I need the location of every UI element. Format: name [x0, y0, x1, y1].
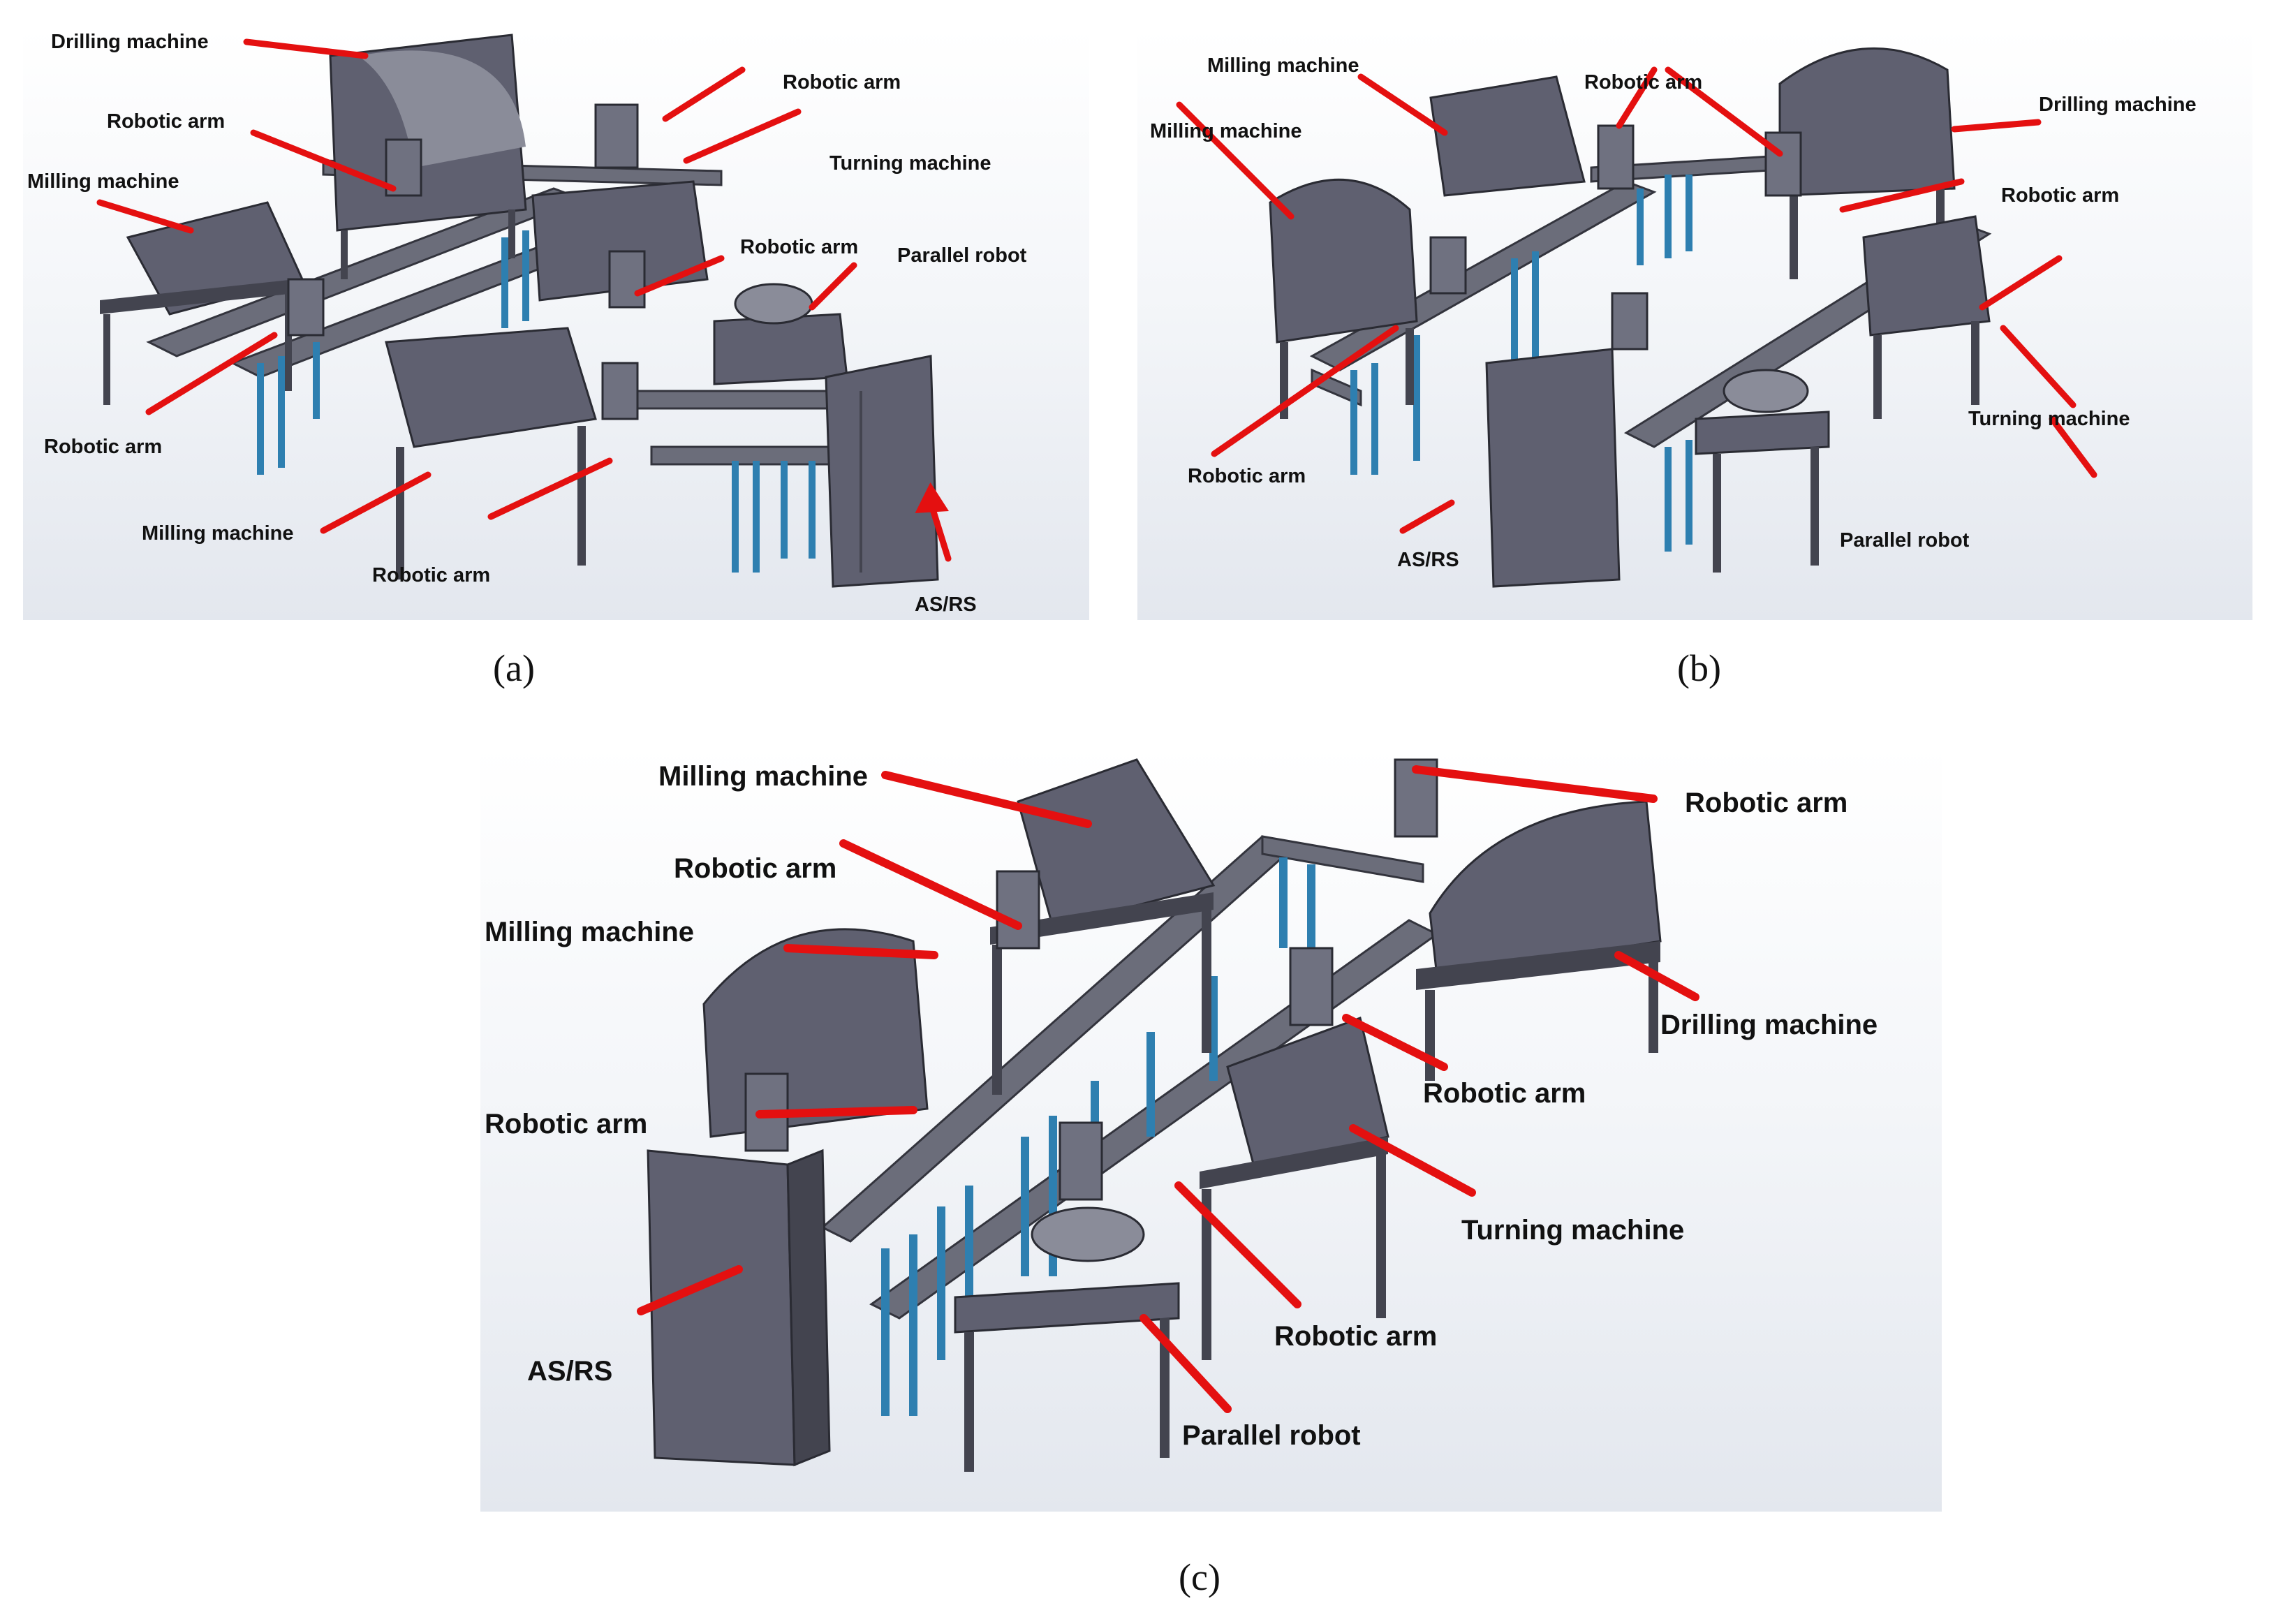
label-robotic-arm-upper: Robotic arm	[674, 853, 837, 884]
label-robotic-arm-bottom: Robotic arm	[1188, 465, 1306, 487]
caption-a: (a)	[493, 647, 535, 689]
label-drilling-machine: Drilling machine	[2039, 94, 2197, 116]
conveyor-legs	[257, 230, 816, 573]
label-asrs: AS/RS	[1397, 549, 1459, 571]
label-turning-machine: Turning machine	[1461, 1215, 1685, 1246]
label-drilling-machine: Drilling machine	[1660, 1010, 1878, 1040]
panel-b: Milling machine Robotic arm Drilling mac…	[1137, 28, 2252, 620]
label-robotic-arm-right: Robotic arm	[2001, 184, 2120, 207]
label-milling-machine-top: Milling machine	[658, 761, 869, 792]
label-robotic-arm-center: Robotic arm	[1423, 1078, 1586, 1109]
label-parallel-robot: Parallel robot	[1182, 1420, 1361, 1451]
label-drilling-machine: Drilling machine	[51, 31, 209, 53]
panel-c: Milling machine Robotic arm Robotic arm …	[480, 746, 1942, 1512]
label-robotic-arm-upper-left: Robotic arm	[107, 110, 226, 133]
label-asrs: AS/RS	[527, 1356, 613, 1387]
drilling-machine-shape	[1778, 47, 1956, 279]
red-arrows	[96, 38, 952, 562]
label-robotic-arm-top: Robotic arm	[1584, 71, 1703, 94]
parallel-robot-shape	[1695, 369, 1830, 573]
label-milling-machine-top: Milling machine	[1207, 54, 1359, 77]
asrs-shape	[1485, 348, 1621, 588]
label-robotic-arm-bottom: Robotic arm	[372, 564, 491, 586]
label-milling-machine-left: Milling machine	[485, 917, 695, 947]
label-robotic-arm-bottom: Robotic arm	[1274, 1321, 1438, 1352]
label-robotic-arm-left: Robotic arm	[485, 1109, 648, 1139]
panel-a-illustration	[96, 34, 952, 588]
robotic-arm-shapes	[1429, 124, 1802, 350]
panel-a: Drilling machine Robotic arm Robotic arm…	[23, 28, 1089, 620]
milling-machine-left-shape	[1269, 178, 1418, 419]
turning-machine-shape	[1200, 1017, 1389, 1360]
turning-machine-shape	[531, 180, 709, 302]
drilling-machine-shape	[1416, 800, 1662, 1081]
label-milling-machine-left: Milling machine	[1150, 120, 1302, 142]
label-turning-machine: Turning machine	[1968, 408, 2130, 430]
red-arrows	[637, 765, 1699, 1413]
red-arrows	[1176, 66, 2097, 534]
milling-machine-bottom-shape	[385, 327, 597, 580]
parallel-robot-shape	[713, 283, 848, 385]
milling-machine-top-shape	[990, 758, 1216, 1095]
label-robotic-arm-center: Robotic arm	[740, 236, 859, 258]
label-parallel-robot: Parallel robot	[1840, 529, 1970, 552]
caption-c: (c)	[1179, 1556, 1220, 1598]
label-milling-machine-bottom: Milling machine	[142, 522, 294, 545]
panel-c-illustration	[637, 758, 1699, 1472]
label-robotic-arm-left: Robotic arm	[44, 436, 163, 458]
milling-machine-left-shape	[100, 201, 304, 405]
panel-b-illustration	[1176, 47, 2097, 588]
label-robotic-arm-top: Robotic arm	[783, 71, 901, 94]
asrs-shape	[647, 1149, 831, 1467]
label-parallel-robot: Parallel robot	[897, 244, 1027, 267]
label-asrs: AS/RS	[915, 593, 977, 616]
label-milling-machine-left: Milling machine	[27, 170, 179, 193]
label-robotic-arm-top-right: Robotic arm	[1685, 788, 1848, 818]
caption-b: (b)	[1677, 647, 1721, 689]
asrs-shape	[825, 355, 939, 588]
label-turning-machine: Turning machine	[829, 152, 991, 175]
milling-machine-left-shape	[702, 928, 929, 1138]
turning-machine-shape	[1862, 215, 1991, 419]
milling-machine-top-shape	[1429, 75, 1586, 197]
robotic-arm-shapes	[287, 103, 646, 420]
